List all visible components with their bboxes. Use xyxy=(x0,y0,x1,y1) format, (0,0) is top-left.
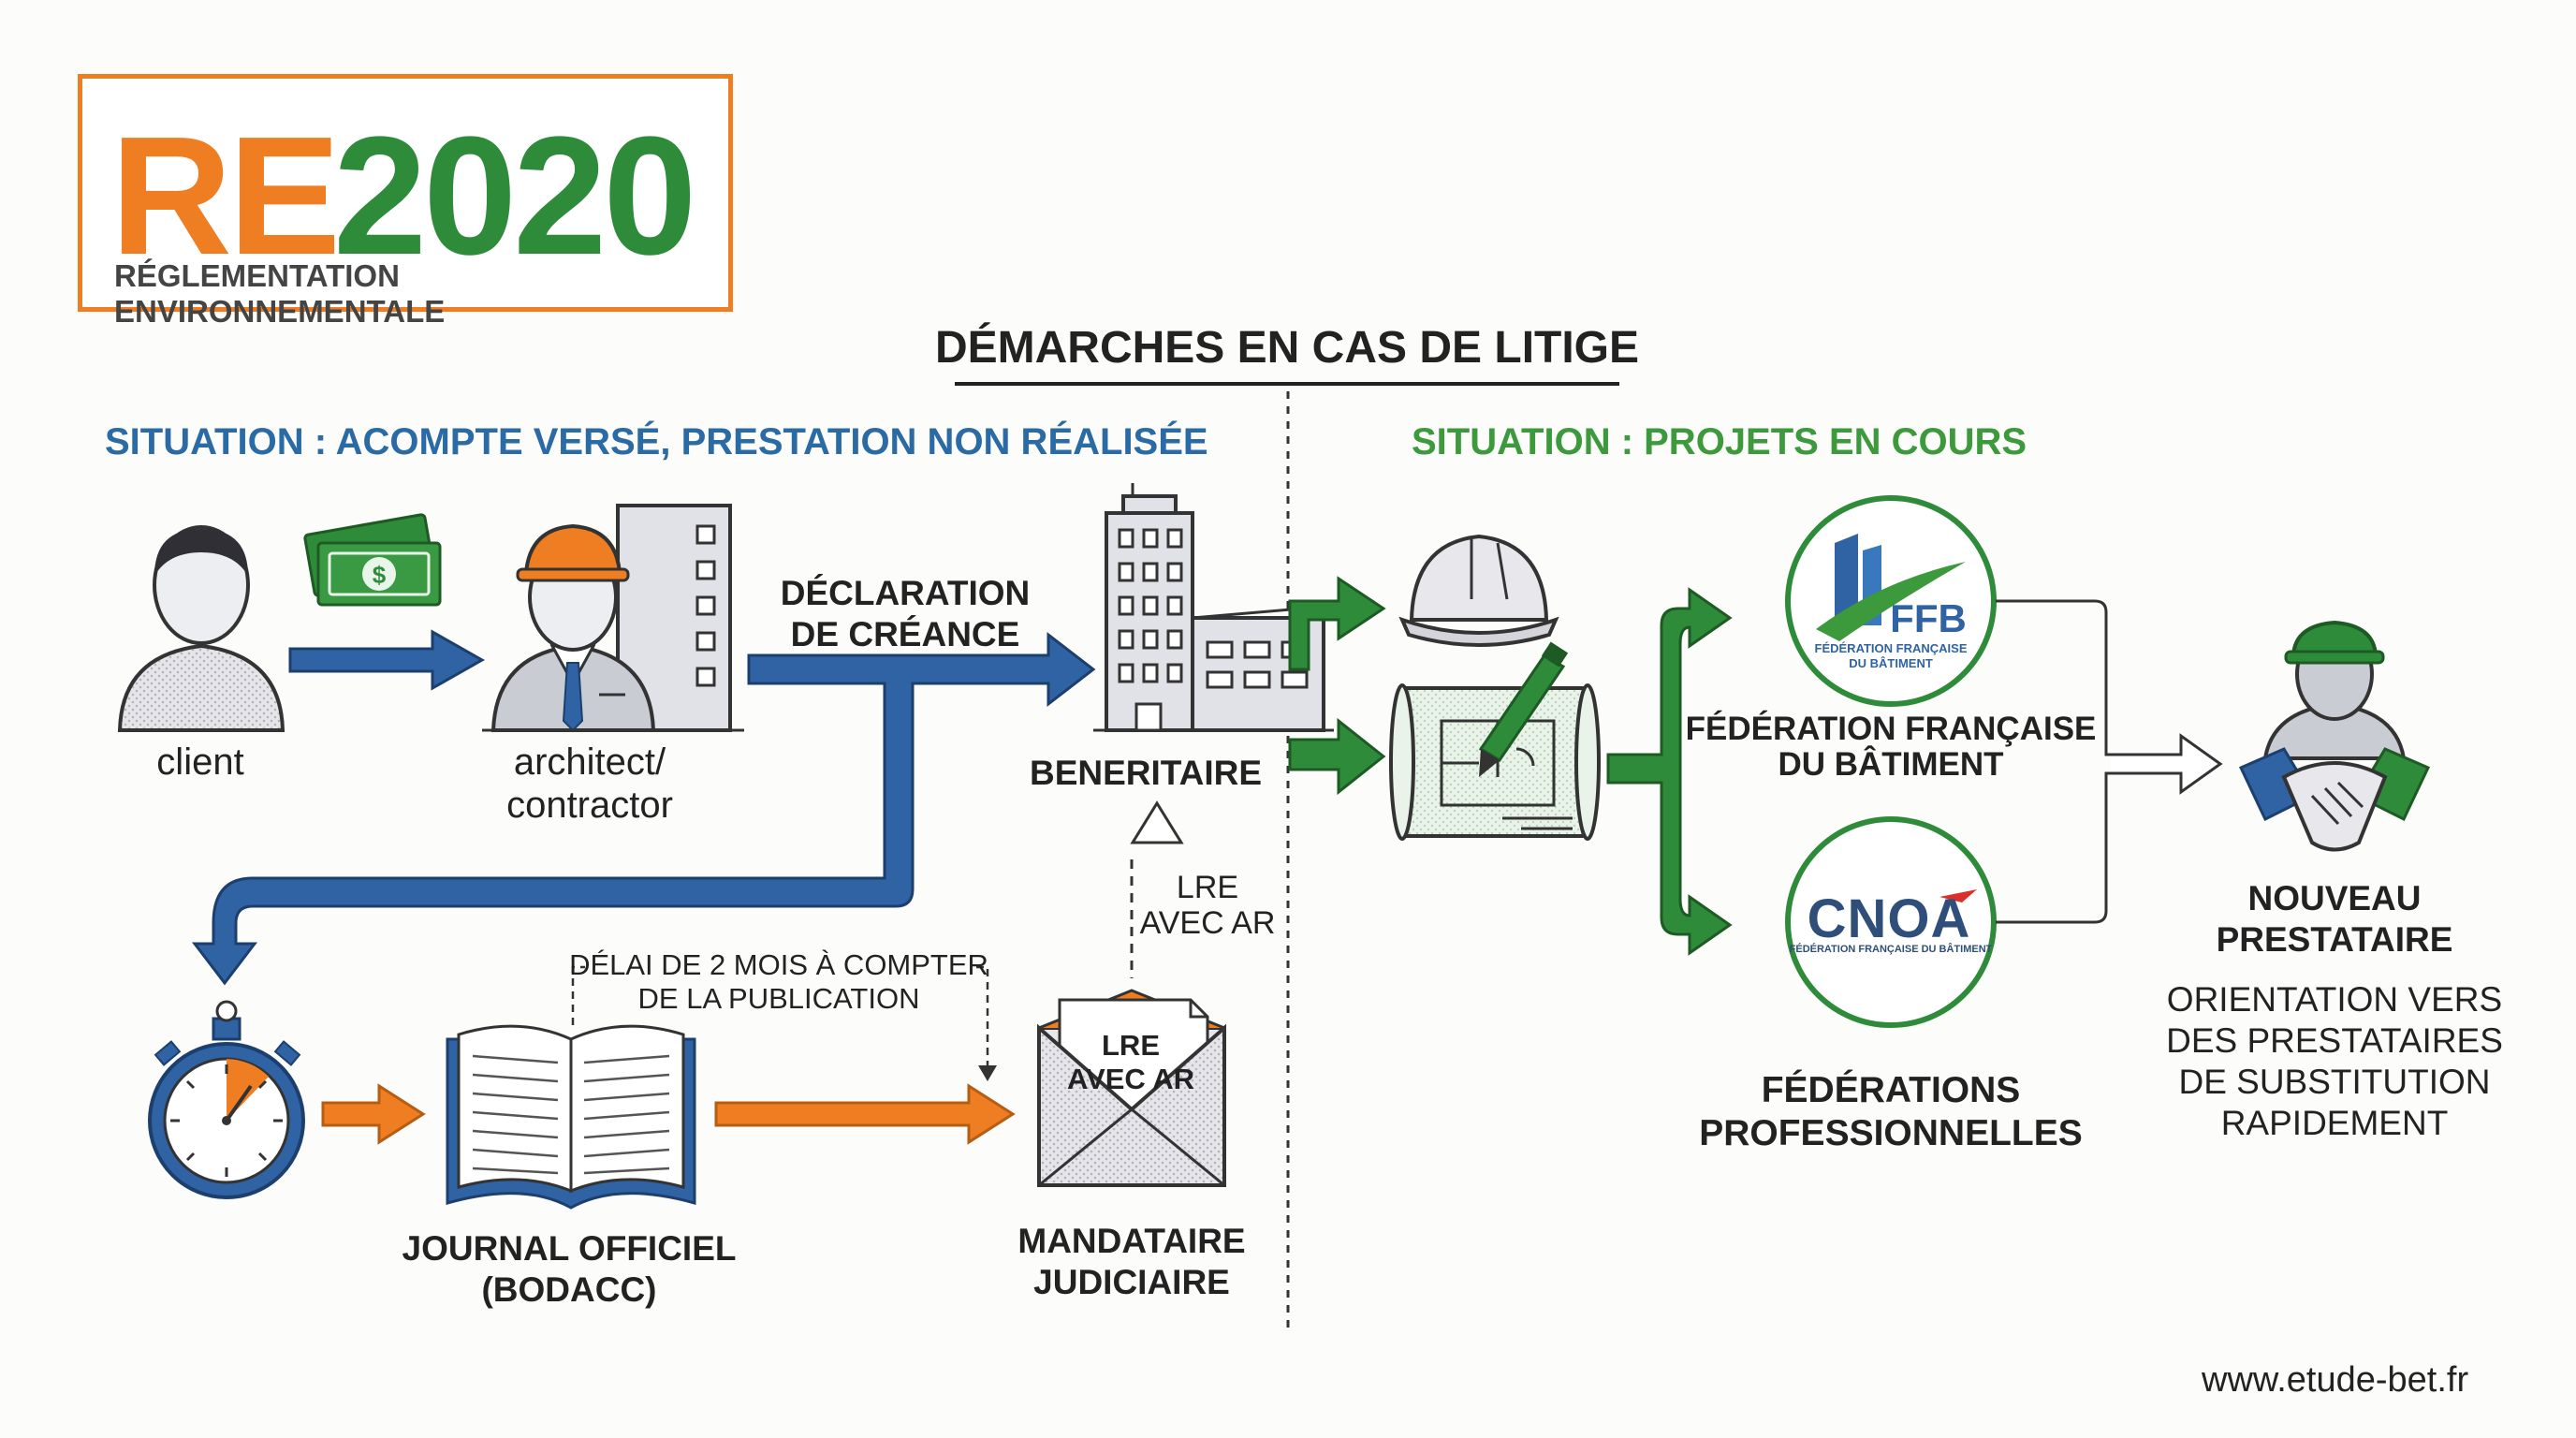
ffb-label-line2: DU BÂTIMENT xyxy=(1778,746,2004,783)
client-label: client xyxy=(156,741,244,783)
ffb-logo-text: FFB xyxy=(1890,596,1967,640)
mandataire-label-line2: JUDICIAIRE xyxy=(1033,1263,1230,1301)
svg-text:$: $ xyxy=(373,561,387,589)
handshake-worker-icon xyxy=(2238,620,2431,852)
architect-person-icon xyxy=(490,523,656,732)
arrow-beneficiary-project-bottom xyxy=(1288,717,1386,796)
beneficiary-building-icon xyxy=(1105,483,1325,732)
hard-hat-icon xyxy=(1398,534,1559,647)
orientation-line4: RAPIDEMENT xyxy=(2220,1104,2449,1142)
orientation-line2: DES PRESTATAIRES xyxy=(2166,1021,2503,1060)
ffb-label-line1: FÉDÉRATION FRANÇAISE xyxy=(1685,711,2097,747)
orientation-line1: ORIENTATION VERS xyxy=(2166,980,2503,1019)
logo-year-text: 2020 xyxy=(333,102,696,290)
envelope-text-line1: LRE xyxy=(1102,1029,1160,1062)
arrow-timer-journal xyxy=(321,1083,426,1145)
federations-label-line1: FÉDÉRATIONS xyxy=(1761,1070,2021,1110)
arrow-client-architect xyxy=(288,629,486,691)
envelope-text-line2: AVEC AR xyxy=(1066,1063,1195,1095)
arrow-beneficiary-project-top xyxy=(1288,576,1386,671)
declaration-label-line2: DE CRÉANCE xyxy=(790,615,1020,653)
logo-re-text: RE xyxy=(110,102,341,290)
re2020-logo: RE 2020 RÉGLEMENTATION ENVIRONNEMENTALE xyxy=(78,74,733,329)
beneficiary-label: BENERITAIRE xyxy=(1029,754,1263,792)
delay-label-line2: DE LA PUBLICATION xyxy=(637,982,920,1015)
journal-label-line2: (BODACC) xyxy=(481,1270,657,1309)
client-icon xyxy=(117,525,285,732)
architect-label-line1: architect/ xyxy=(513,741,666,783)
journal-label-line1: JOURNAL OFFICIEL xyxy=(402,1229,737,1268)
arrow-project-brace xyxy=(1606,587,1733,956)
arrow-journal-mandataire xyxy=(714,1083,1016,1145)
arrow-to-nouveau-prestataire xyxy=(2111,733,2223,795)
pen-icon xyxy=(1478,641,1569,777)
arrow-declaration-creance xyxy=(191,631,1096,986)
federations-label-line2: PROFESSIONNELLES xyxy=(1699,1113,2083,1153)
blueprint-icon xyxy=(1389,683,1601,841)
ffb-logo xyxy=(1785,495,1997,707)
journal-book-icon xyxy=(446,1024,696,1210)
delay-bracket xyxy=(571,965,989,1067)
nouveau-label-line2: PRESTATAIRE xyxy=(2216,920,2453,959)
delay-label-line1: DÉLAI DE 2 MOIS À COMPTER xyxy=(569,948,988,981)
page-title: DÉMARCHES EN CAS DE LITIGE xyxy=(934,323,1640,373)
nouveau-label-line1: NOUVEAU xyxy=(2247,879,2422,917)
hollow-up-arrow xyxy=(1130,800,1184,844)
lre-side-line2: AVEC AR xyxy=(1139,905,1276,941)
right-situation-heading: SITUATION : PROJETS EN COURS xyxy=(1412,421,2027,462)
footer-url[interactable]: www.etude-bet.fr xyxy=(2202,1360,2469,1400)
cnoa-logo-sub: FÉDÉRATION FRANÇAISE DU BÂTIMENT xyxy=(1789,944,1993,955)
orientation-line3: DE SUBSTITUTION xyxy=(2178,1063,2491,1101)
declaration-label-line1: DÉCLARATION xyxy=(780,574,1031,612)
cnoa-logo xyxy=(1785,816,1997,1028)
cnoa-connector xyxy=(1996,771,2181,924)
mandataire-label-line1: MANDATAIRE xyxy=(1017,1222,1246,1260)
stopwatch-icon xyxy=(148,1000,305,1199)
ffb-connector xyxy=(1996,599,2181,756)
money-icon: $ xyxy=(303,513,442,607)
architect-label-line2: contractor xyxy=(506,785,673,826)
envelope-icon xyxy=(1037,989,1226,1187)
lre-side-line1: LRE xyxy=(1176,870,1239,905)
delay-arrow-head xyxy=(978,1065,997,1081)
ffb-logo-sub-line1: FÉDÉRATION FRANÇAISE xyxy=(1814,641,1968,655)
logo-subtitle: RÉGLEMENTATION ENVIRONNEMENTALE xyxy=(114,258,446,329)
left-situation-heading: SITUATION : ACOMPTE VERSÉ, PRESTATION NO… xyxy=(105,421,1208,462)
cnoa-logo-text: CNOA xyxy=(1807,888,1971,949)
ffb-logo-sub-line2: DU BÂTIMENT xyxy=(1849,656,1933,670)
